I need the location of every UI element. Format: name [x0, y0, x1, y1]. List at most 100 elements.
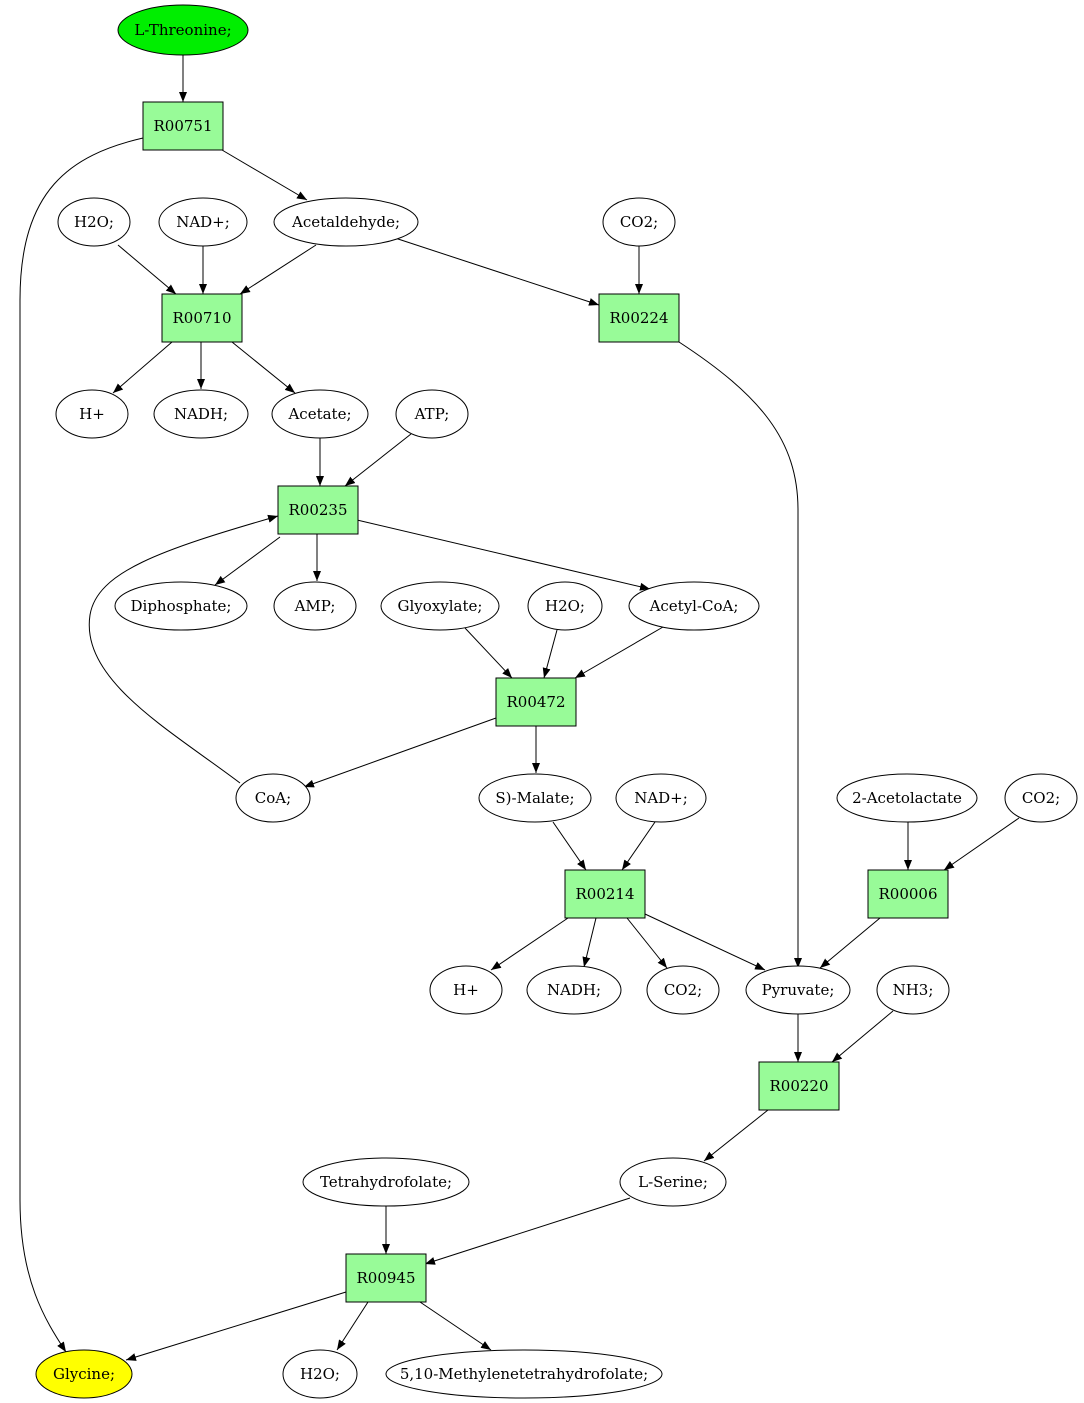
node-diphosphate[interactable] [114, 581, 248, 631]
edge-serine-r00945 [424, 1197, 631, 1265]
node-2-acetolactate[interactable] [836, 773, 978, 823]
node-h2o-3[interactable] [282, 1349, 358, 1399]
label-h2o-3: H2O; [300, 1365, 340, 1383]
edge-r00224-pyruvate [678, 341, 802, 968]
edge-r00235-diphosphate [214, 536, 281, 586]
node-nh3[interactable] [876, 965, 950, 1015]
edge-glyoxylate-r00472 [464, 627, 513, 679]
label-r00224: R00224 [609, 309, 668, 327]
node-hplus-2[interactable] [429, 965, 503, 1015]
node-r00006[interactable] [867, 869, 949, 919]
label-r00945: R00945 [356, 1269, 415, 1287]
label-s-malate: S)-Malate; [495, 789, 574, 807]
node-nadh-1[interactable] [153, 389, 249, 439]
edge-r00472-coa [303, 717, 497, 788]
node-r00220[interactable] [758, 1061, 840, 1111]
edge-r00214-nadh2 [582, 917, 597, 968]
label-hplus-2: H+ [453, 981, 479, 999]
node-r00751[interactable] [142, 101, 224, 151]
label-r00235: R00235 [288, 501, 347, 519]
node-hplus-1[interactable] [55, 389, 129, 439]
label-r00220: R00220 [769, 1077, 828, 1095]
node-atp[interactable] [395, 389, 469, 439]
node-coa[interactable] [235, 773, 311, 823]
label-r00214: R00214 [575, 885, 634, 903]
node-acetate[interactable] [271, 389, 369, 439]
edge-acetaldehyde-r00710 [239, 244, 317, 295]
edge-r00751-glycine [19, 137, 144, 1353]
node-h2o-2[interactable] [527, 581, 603, 631]
node-h2o-1[interactable] [57, 197, 131, 247]
node-r00472[interactable] [495, 677, 577, 727]
edge-acetaldehyde-r00224 [394, 237, 600, 306]
node-acetyl-coa[interactable] [628, 581, 760, 631]
label-nad-1: NAD+; [176, 213, 230, 231]
node-s-malate[interactable] [478, 773, 592, 823]
label-acetate: Acetate; [287, 405, 351, 423]
node-co2-3[interactable] [646, 965, 720, 1015]
node-amp[interactable] [273, 581, 357, 631]
label-co2-3: CO2; [664, 981, 702, 999]
label-methylene-thf: 5,10-Methylenetetrahydrofolate; [400, 1365, 648, 1383]
edge-r00214-pyruvate [644, 913, 766, 971]
edge-r00710-hplus [112, 341, 173, 394]
node-l-threonine[interactable] [117, 4, 249, 56]
label-r00472: R00472 [506, 693, 565, 711]
node-nad-2[interactable] [615, 773, 707, 823]
label-coa: CoA; [255, 789, 291, 807]
node-tetrahydrofolate[interactable] [302, 1157, 470, 1207]
edge-r00220-serine [703, 1109, 769, 1162]
edge-coa-r00235 [88, 514, 279, 784]
node-methylene-thf[interactable] [385, 1349, 663, 1399]
label-h2o-2: H2O; [545, 597, 585, 615]
node-co2-2[interactable] [1004, 773, 1078, 823]
label-co2-2: CO2; [1022, 789, 1060, 807]
node-glycine[interactable] [35, 1349, 133, 1399]
label-nadh-1: NADH; [174, 405, 228, 423]
label-diphosphate: Diphosphate; [131, 597, 232, 615]
node-acetaldehyde[interactable] [273, 197, 419, 247]
node-r00710[interactable] [161, 293, 243, 343]
node-nadh-2[interactable] [526, 965, 622, 1015]
label-2-acetolactate: 2-Acetolactate [852, 789, 962, 807]
edge-r00235-acetylcoa [356, 519, 651, 591]
edge-acetylcoa-r00472 [574, 626, 664, 679]
node-l-serine[interactable] [619, 1157, 727, 1207]
label-nad-2: NAD+; [634, 789, 688, 807]
node-r00235[interactable] [277, 485, 359, 535]
edge-co2b-r00006 [943, 817, 1020, 871]
node-glyoxylate[interactable] [380, 581, 500, 631]
node-pyruvate[interactable] [745, 965, 851, 1015]
edges [19, 55, 1020, 1361]
edge-r00751-acetaldehyde [221, 149, 308, 201]
label-atp: ATP; [414, 405, 450, 423]
node-nad-1[interactable] [158, 197, 248, 247]
label-nadh-2: NADH; [547, 981, 601, 999]
node-r00224[interactable] [598, 293, 680, 343]
edge-r00710-acetate [231, 341, 296, 394]
edge-r00945-methylene-thf [419, 1301, 492, 1351]
edge-r00214-hplus2 [490, 917, 569, 971]
label-r00006: R00006 [878, 885, 937, 903]
label-acetyl-coa: Acetyl-CoA; [649, 597, 739, 615]
label-tetrahydrofolate: Tetrahydrofolate; [320, 1173, 452, 1191]
node-co2-1[interactable] [602, 197, 676, 247]
node-r00214[interactable] [564, 869, 646, 919]
edge-atp-r00235 [344, 433, 412, 487]
edge-h2o2-r00472 [542, 629, 558, 679]
edge-r00214-co2c [626, 917, 668, 969]
node-r00945[interactable] [345, 1253, 427, 1303]
label-l-threonine: L-Threonine; [134, 21, 231, 39]
label-acetaldehyde: Acetaldehyde; [291, 213, 400, 231]
label-hplus-1: H+ [79, 405, 105, 423]
edge-r00945-h2o3 [336, 1301, 369, 1351]
label-l-serine: L-Serine; [638, 1173, 708, 1191]
label-nh3: NH3; [893, 981, 934, 999]
label-r00751: R00751 [153, 117, 212, 135]
edge-nh3-r00220 [831, 1010, 894, 1063]
label-pyruvate: Pyruvate; [762, 981, 835, 999]
edge-nad2-r00214 [621, 821, 656, 871]
edge-r00006-pyruvate [819, 917, 881, 969]
edge-r00945-glycine [125, 1291, 347, 1361]
